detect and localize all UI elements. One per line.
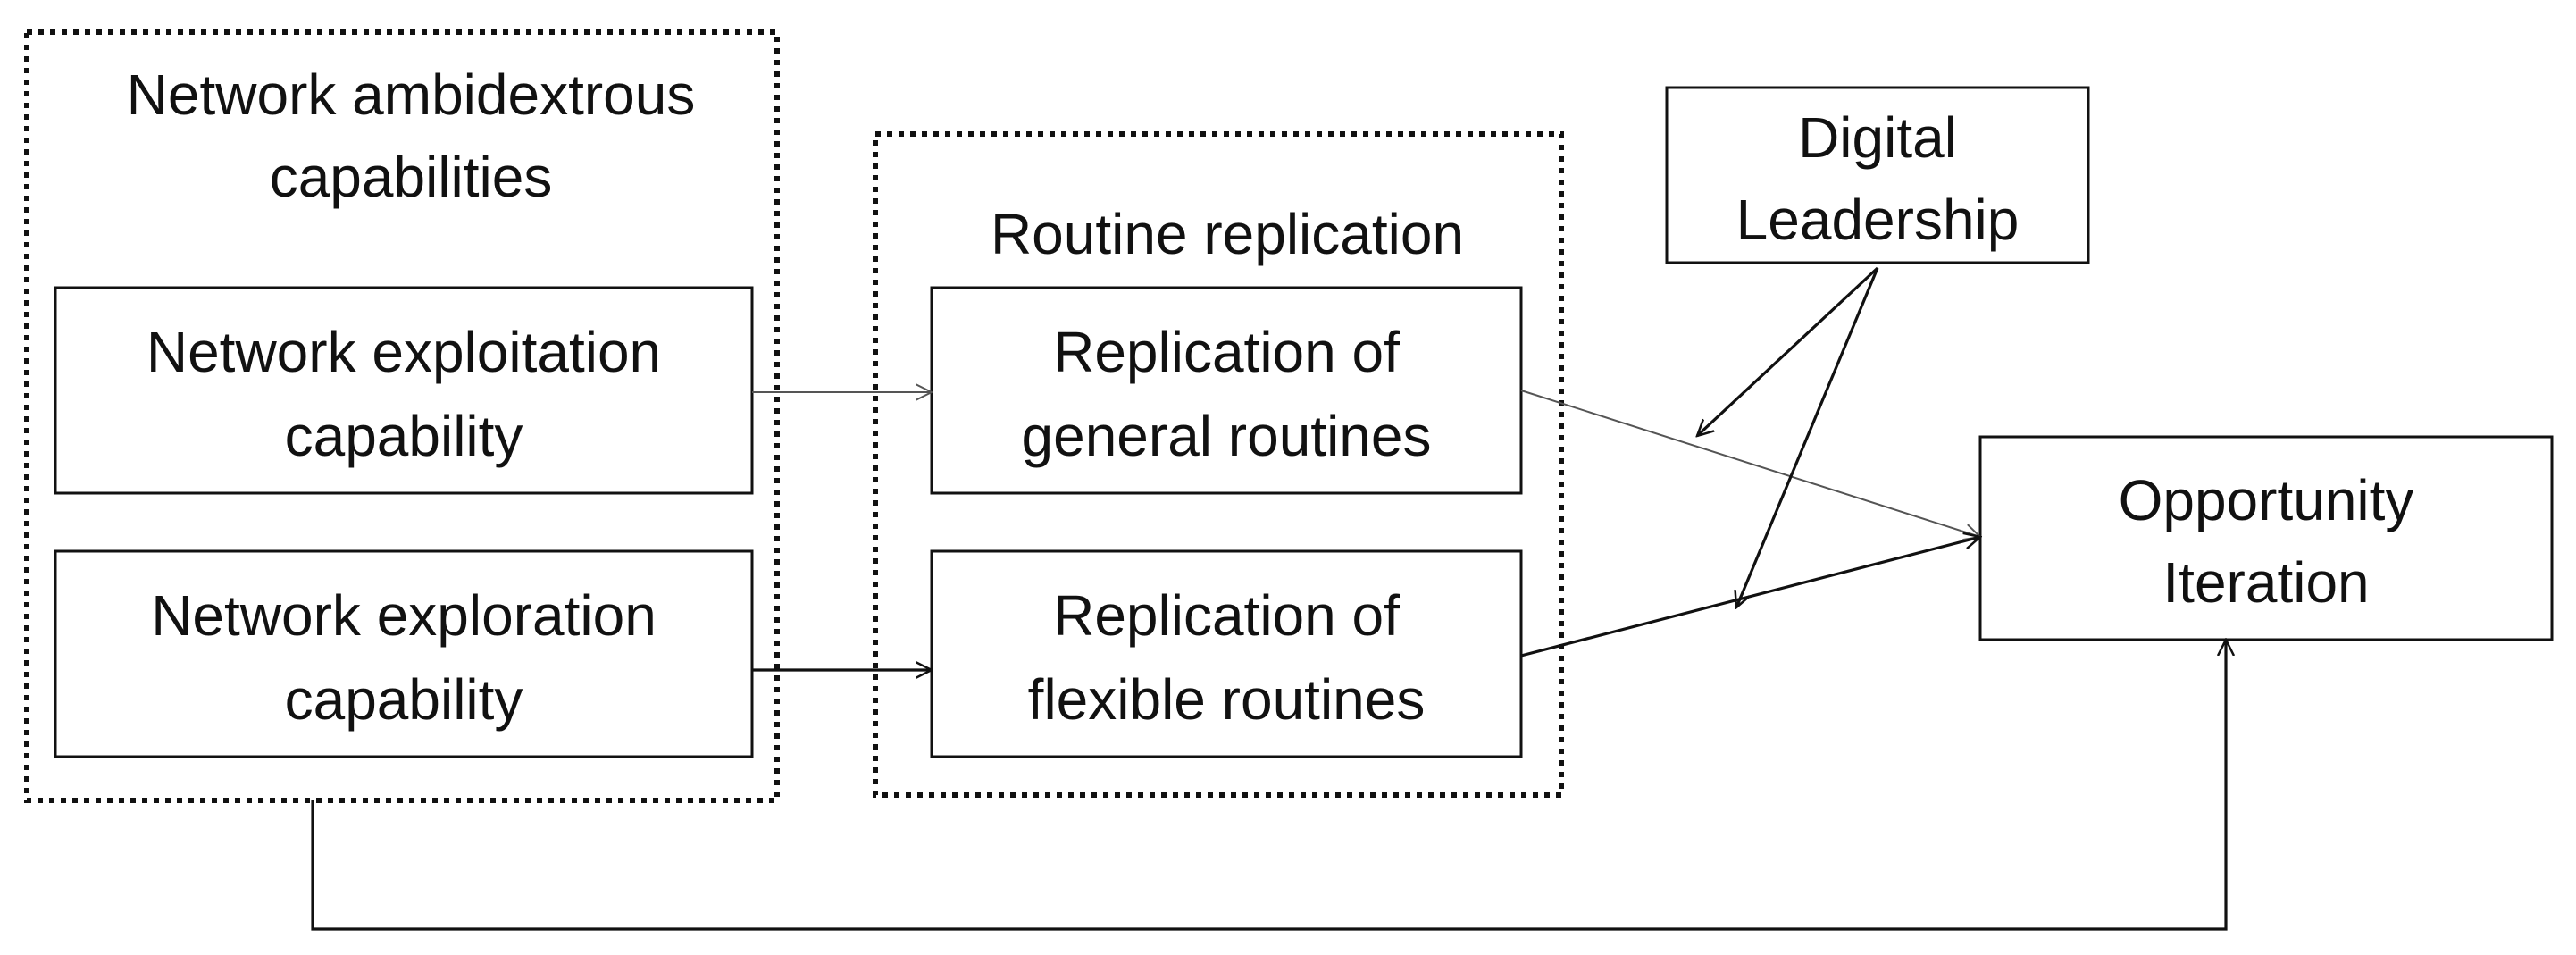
group-ambidextrous-border: [24, 29, 780, 803]
node-digital-leadership: Digital Leadership: [1665, 86, 2090, 264]
arrow-leadership-moderates-general: [1697, 266, 1879, 436]
node-digital-leadership-line2: Leadership: [1736, 188, 2020, 252]
node-opportunity-iteration: Opportunity Iteration: [1978, 435, 2554, 641]
node-digital-leadership-box: [1665, 86, 2090, 264]
node-network-exploitation-line2: capability: [285, 404, 523, 468]
node-general-routines: Replication of general routines: [930, 286, 1523, 495]
group-ambidextrous-title-line1: Network ambidextrous: [127, 63, 696, 127]
node-opportunity-iteration-line1: Opportunity: [2119, 468, 2414, 532]
group-replication-title: Routine replication: [991, 202, 1464, 266]
node-network-exploration-line2: capability: [285, 667, 523, 732]
arrows: [311, 266, 2226, 931]
node-flexible-routines-line1: Replication of: [1053, 583, 1400, 648]
arrow-leadership-moderates-flexible: [1736, 267, 1879, 607]
node-network-exploration: Network exploration capability: [54, 549, 754, 758]
node-network-exploration-box: [54, 549, 754, 758]
node-general-routines-line1: Replication of: [1053, 320, 1400, 384]
node-flexible-routines-box: [930, 549, 1523, 758]
group-ambidextrous-capabilities: Network ambidextrous capabilities: [24, 29, 780, 803]
group-routine-replication: Routine replication: [873, 131, 1564, 798]
node-network-exploitation-line1: Network exploitation: [146, 320, 661, 384]
node-opportunity-iteration-line2: Iteration: [2162, 550, 2369, 615]
arrow-general-to-opportunity: [1520, 390, 1980, 537]
node-flexible-routines-line2: flexible routines: [1028, 667, 1426, 732]
arrow-flexible-to-opportunity: [1520, 537, 1980, 658]
node-general-routines-line2: general routines: [1022, 404, 1432, 468]
node-digital-leadership-line1: Digital: [1798, 105, 1957, 170]
arrow-ambidextrous-to-opportunity: [311, 640, 2226, 931]
node-opportunity-iteration-box: [1978, 435, 2554, 641]
node-network-exploitation: Network exploitation capability: [54, 286, 754, 495]
group-ambidextrous-title-line2: capabilities: [270, 145, 553, 209]
node-network-exploration-line1: Network exploration: [151, 583, 657, 648]
node-network-exploitation-box: [54, 286, 754, 495]
node-flexible-routines: Replication of flexible routines: [930, 549, 1523, 758]
